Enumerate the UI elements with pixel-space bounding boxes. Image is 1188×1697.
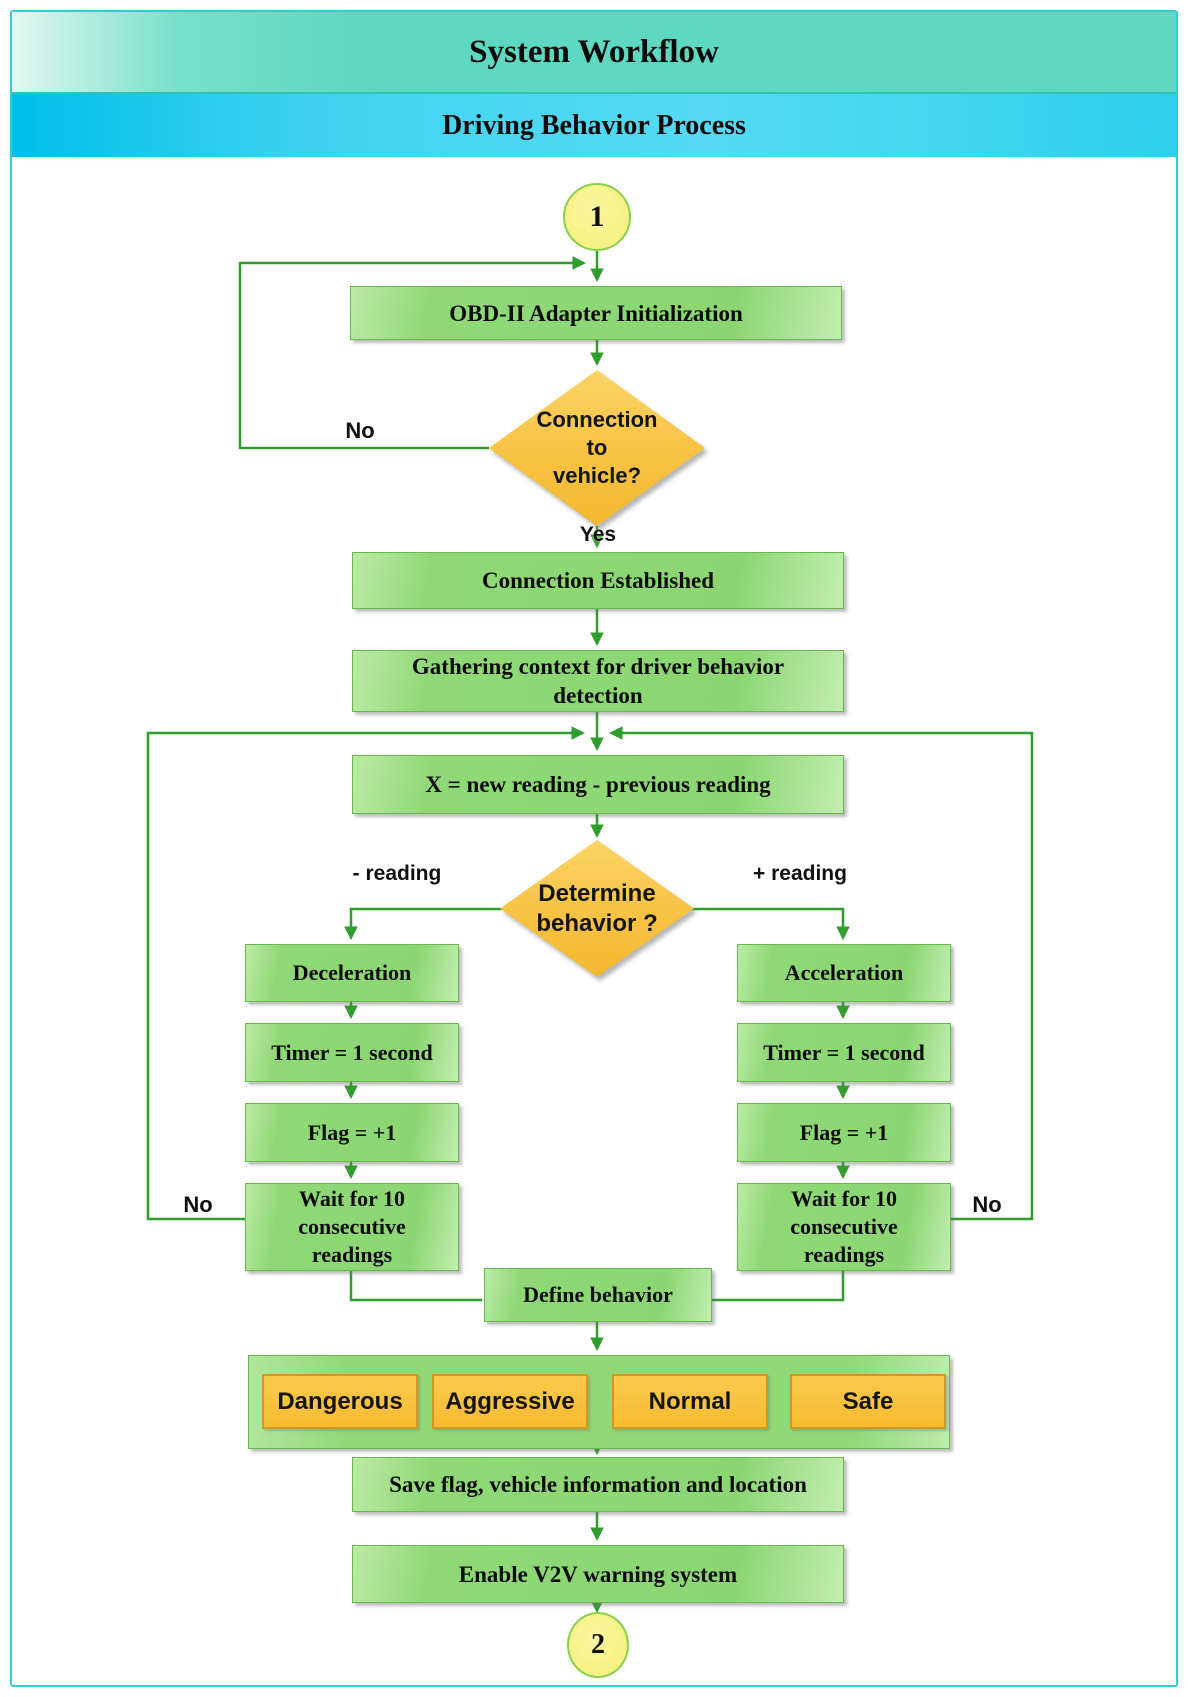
node-enable-v2v: Enable V2V warning system xyxy=(352,1545,844,1603)
node-wait-left-line: Wait for 10 xyxy=(299,1186,405,1211)
decision-determine-line: behavior ? xyxy=(536,909,658,937)
node-deceleration: Deceleration xyxy=(245,944,459,1002)
behavior-safe-text: Safe xyxy=(842,1387,894,1415)
label-yes: Yes xyxy=(579,523,617,546)
node-wait-right: Wait for 10 consecutive readings xyxy=(737,1183,951,1271)
decision-connection-line: vehicle? xyxy=(552,463,642,488)
behavior-aggressive-text: Aggressive xyxy=(445,1387,575,1415)
node-timer-left-text: Timer = 1 second xyxy=(271,1039,433,1065)
end-connector-circle: 2 xyxy=(567,1612,629,1678)
node-acceleration: Acceleration xyxy=(737,944,951,1002)
decision-connection-line: Connection xyxy=(536,407,658,432)
node-deceleration-text: Deceleration xyxy=(292,960,412,985)
node-flag-left-text: Flag = +1 xyxy=(307,1119,397,1145)
node-gathering-context-line: detection xyxy=(553,683,643,708)
behavior-dangerous-text: Dangerous xyxy=(277,1387,403,1415)
node-save-flag-text: Save flag, vehicle information and locat… xyxy=(389,1472,807,1497)
node-connection-established-text: Connection Established xyxy=(482,568,714,593)
node-wait-left-line: consecutive xyxy=(298,1214,406,1239)
decision-determine-behavior: Determine behavior ? xyxy=(500,840,694,977)
behavior-safe: Safe xyxy=(790,1374,946,1429)
node-define-behavior-text: Define behavior xyxy=(523,1282,673,1307)
start-connector-circle: 1 xyxy=(563,183,631,251)
node-x-reading-text: X = new reading - previous reading xyxy=(425,772,771,797)
end-connector-label: 2 xyxy=(591,1629,605,1660)
label-minus-reading: - reading xyxy=(352,862,442,885)
node-gathering-context: Gathering context for driver behavior de… xyxy=(352,650,844,712)
subtitle-banner: Driving Behavior Process xyxy=(12,94,1176,157)
node-timer-right-text: Timer = 1 second xyxy=(763,1039,925,1065)
behavior-normal: Normal xyxy=(612,1374,768,1429)
node-connection-established: Connection Established xyxy=(352,552,844,609)
label-no: No xyxy=(345,418,375,443)
node-wait-left-line: readings xyxy=(311,1242,393,1267)
node-flag-right-text: Flag = +1 xyxy=(799,1119,889,1145)
label-plus-reading: + reading xyxy=(753,862,847,885)
node-obd-init: OBD-II Adapter Initialization xyxy=(350,286,842,340)
title-banner: System Workflow xyxy=(12,12,1176,94)
label-no-left: No xyxy=(183,1192,213,1217)
node-wait-left: Wait for 10 consecutive readings xyxy=(245,1183,459,1271)
start-connector-label: 1 xyxy=(589,200,605,233)
page-subtitle: Driving Behavior Process xyxy=(442,109,746,141)
node-save-flag: Save flag, vehicle information and locat… xyxy=(352,1457,844,1512)
decision-connection-line: to xyxy=(586,435,608,460)
behavior-dangerous: Dangerous xyxy=(262,1374,418,1429)
node-gathering-context-line: Gathering context for driver behavior xyxy=(411,654,785,679)
node-flag-right: Flag = +1 xyxy=(737,1103,951,1162)
node-wait-right-line: Wait for 10 xyxy=(791,1186,897,1211)
page-frame xyxy=(10,10,1178,1687)
decision-connection-to-vehicle: Connection to vehicle? xyxy=(489,370,705,526)
node-timer-left: Timer = 1 second xyxy=(245,1023,459,1082)
node-wait-right-line: readings xyxy=(803,1242,885,1267)
node-timer-right: Timer = 1 second xyxy=(737,1023,951,1082)
decision-determine-line: Determine xyxy=(538,879,656,907)
node-flag-left: Flag = +1 xyxy=(245,1103,459,1162)
behavior-normal-text: Normal xyxy=(648,1387,732,1415)
node-enable-v2v-text: Enable V2V warning system xyxy=(458,1561,738,1587)
page-title: System Workflow xyxy=(469,33,719,70)
node-acceleration-text: Acceleration xyxy=(784,960,904,985)
label-no-right: No xyxy=(972,1192,1002,1217)
node-wait-right-line: consecutive xyxy=(790,1214,898,1239)
node-x-reading: X = new reading - previous reading xyxy=(352,755,844,814)
behavior-aggressive: Aggressive xyxy=(432,1374,588,1429)
node-define-behavior: Define behavior xyxy=(484,1268,712,1322)
node-obd-init-text: OBD-II Adapter Initialization xyxy=(449,300,743,326)
